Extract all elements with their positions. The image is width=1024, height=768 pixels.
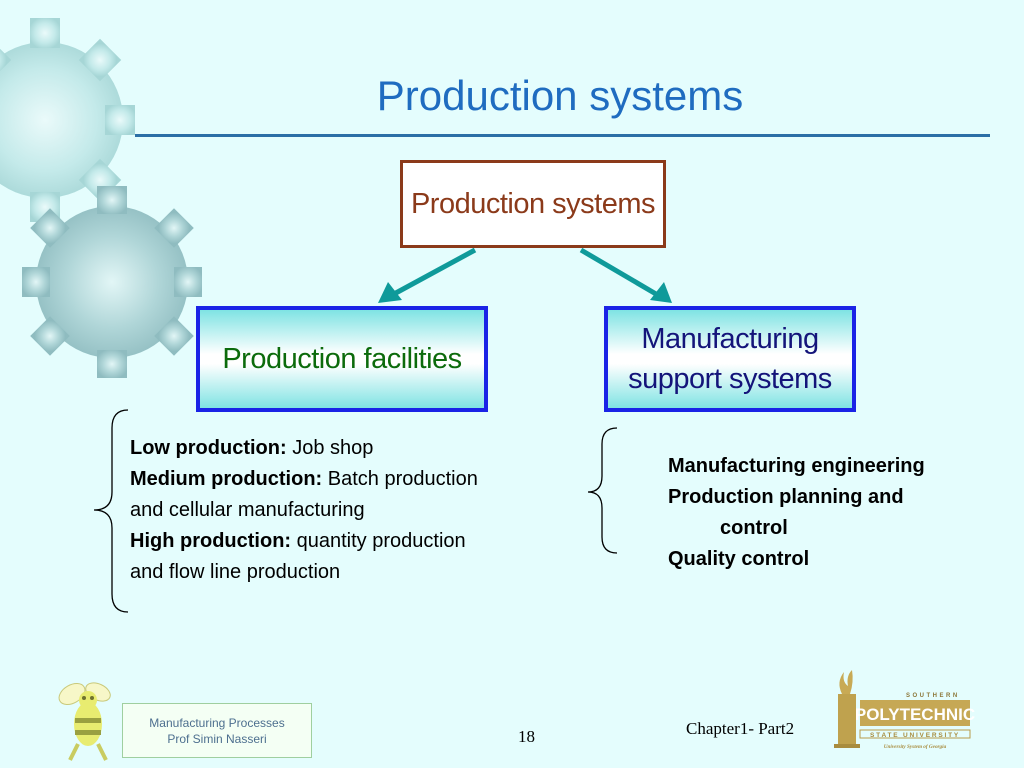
logo-top: SOUTHERN: [906, 693, 960, 699]
footer-course: Manufacturing Processes: [149, 715, 285, 730]
list-item: Quality control: [668, 548, 810, 570]
support-systems-list: Manufacturing engineering Production pla…: [668, 451, 968, 575]
footer-instructor: Prof Simin Nasseri: [167, 731, 267, 746]
slide-title: Production systems: [376, 72, 744, 119]
list-item: Production planning and: [668, 486, 904, 508]
right-brace: [587, 427, 618, 554]
title-underline: [135, 134, 990, 137]
list-item: Medium production: Batch production: [130, 468, 478, 490]
connector-right: [579, 247, 658, 297]
chapter-label: Chapter1- Part2: [686, 719, 795, 738]
production-types-list: Low production: Job shop Medium producti…: [130, 433, 510, 588]
root-box-production-systems: Production systems: [400, 160, 666, 248]
university-logo: SOUTHERN POLYTECHNIC STATE UNIVERSITY Un…: [834, 670, 975, 750]
arrowhead-right: [650, 282, 672, 303]
logo-sub: STATE UNIVERSITY: [870, 732, 960, 739]
gear-icon: [22, 186, 202, 378]
left-box-label: Production facilities: [222, 342, 462, 375]
connector-left: [392, 247, 477, 297]
right-box-label-line2: support systems: [628, 363, 832, 395]
logo-tag: University System of Georgia: [884, 744, 947, 750]
logo-main: POLYTECHNIC: [855, 705, 975, 724]
gears-decoration: [0, 18, 202, 378]
list-item-continuation: and cellular manufacturing: [130, 499, 365, 521]
root-box-label: Production systems: [410, 187, 656, 220]
left-brace: [93, 409, 129, 613]
list-item-continuation: and flow line production: [130, 561, 341, 583]
list-item-continuation: control: [720, 517, 788, 539]
list-item: Low production: Job shop: [130, 437, 374, 459]
arrowhead-left: [378, 282, 402, 303]
list-item: High production: quantity production: [130, 530, 466, 552]
right-box-label-line1: Manufacturing: [641, 323, 819, 355]
box-manufacturing-support-systems: Manufacturing support systems: [604, 306, 856, 412]
list-item: Manufacturing engineering: [668, 455, 925, 477]
footer-course-box: Manufacturing Processes Prof Simin Nasse…: [122, 703, 312, 758]
page-number: 18: [518, 727, 535, 746]
box-production-facilities: Production facilities: [196, 306, 488, 412]
bee-mascot-icon: [58, 682, 111, 761]
